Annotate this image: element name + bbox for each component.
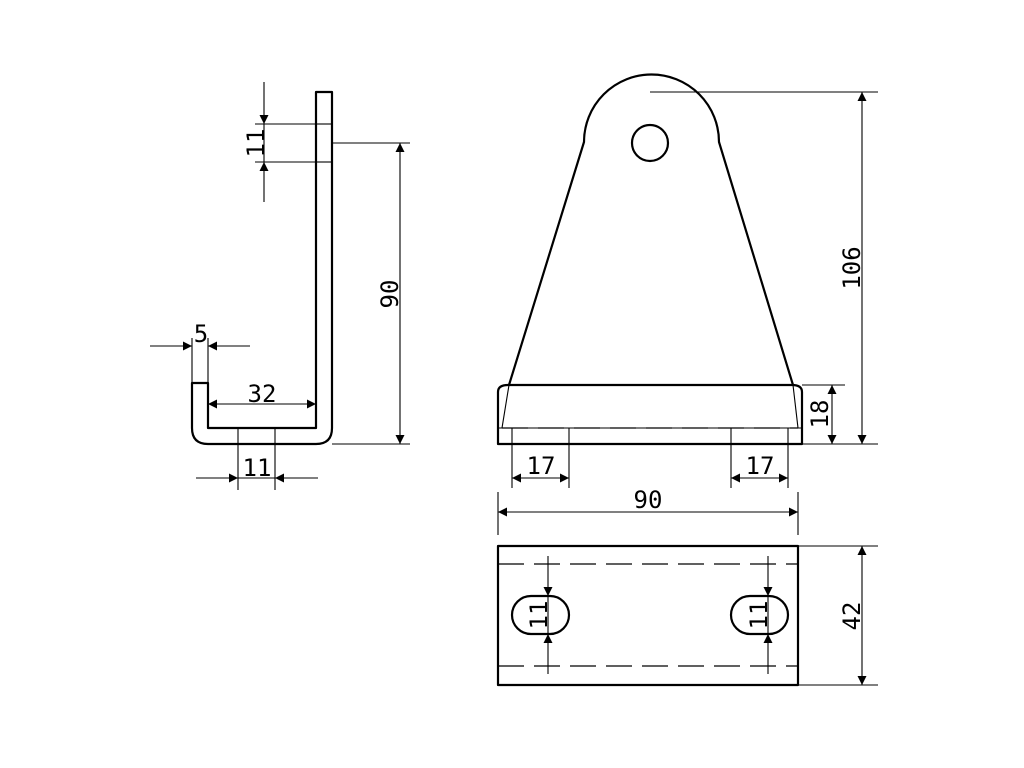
dim-label-lip-thickness: 5 [194,320,208,348]
dim-label-base-height: 18 [806,400,834,429]
base-plate-outline [496,383,804,446]
hidden-tab-left [501,384,510,429]
dim-width: 90 [497,486,799,535]
dim-depth: 42 [798,545,878,686]
dim-label-hole-offset-left: 17 [527,452,556,480]
slot-left [510,594,571,636]
dim-label-slot-right: 11 [745,601,773,630]
dim-slot-left: 11 [525,556,553,674]
dim-hole-offset-left: 17 [511,444,570,488]
dim-label-depth: 42 [838,602,866,631]
dim-label-slot-left: 11 [525,601,553,630]
dim-height: 90 [332,142,410,445]
slot-right [729,594,790,636]
bracket-profile-outline [190,90,334,446]
dim-label-hole-width: 11 [243,454,272,482]
dim-label-inner-width: 32 [248,380,277,408]
mounting-hole [630,123,670,163]
dim-slot-height: 11 [242,82,316,202]
dim-label-slot-height: 11 [242,129,270,158]
base-plate-top-outline [496,544,800,687]
dim-label-width: 90 [634,486,663,514]
top-view: 11 11 42 [496,544,878,687]
dim-base-height: 18 [802,384,845,444]
hidden-tab-right [792,384,799,429]
dim-inner-width: 32 [208,380,316,409]
dim-label-hole-offset-right: 17 [746,452,775,480]
dim-label-height: 90 [376,280,404,309]
dim-overall-height: 106 [650,91,878,445]
tab-outline [507,73,795,387]
dim-label-overall-height: 106 [838,246,866,289]
dim-hole-width: 11 [196,444,318,490]
dim-slot-right: 11 [745,556,773,674]
dim-hole-offset-right: 17 [730,444,789,488]
front-view: 106 18 17 17 90 [496,73,878,535]
side-view: 11 90 5 32 11 [150,82,410,490]
dim-lip-thickness: 5 [150,320,250,383]
